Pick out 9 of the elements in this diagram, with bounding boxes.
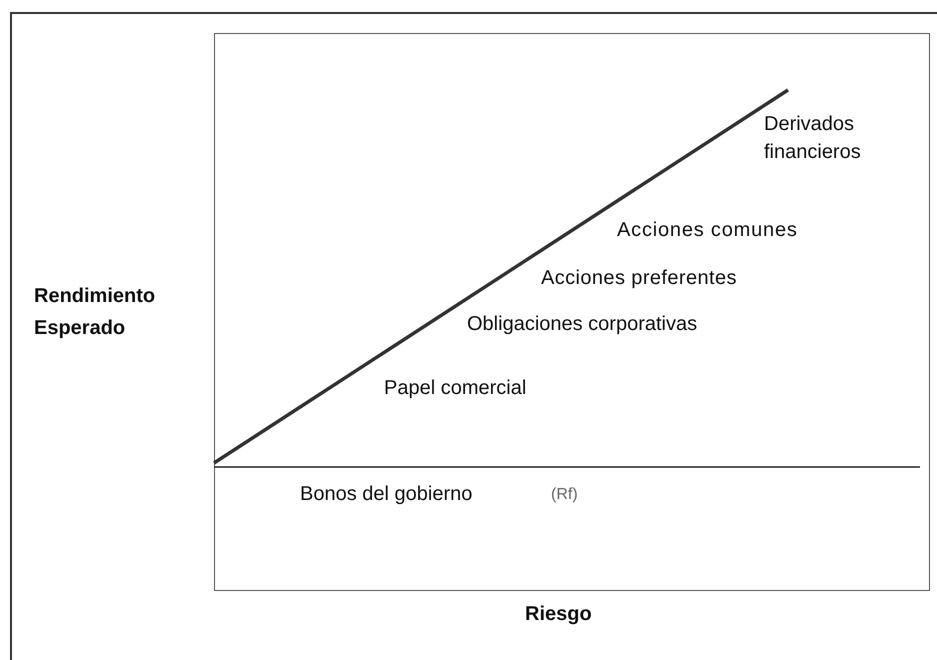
category-label: Derivados financieros (764, 112, 862, 165)
axis-title: Rendimiento Esperado (34, 284, 156, 341)
category-label: Acciones comunes (617, 218, 798, 243)
symbol-label: (Rf) (551, 485, 578, 505)
category-label: Bonos del gobierno (300, 482, 472, 507)
category-label: Acciones preferentes (541, 266, 737, 291)
axis-title: Riesgo (525, 602, 592, 627)
category-label: Obligaciones corporativas (467, 312, 698, 337)
category-label: Papel comercial (384, 376, 526, 401)
